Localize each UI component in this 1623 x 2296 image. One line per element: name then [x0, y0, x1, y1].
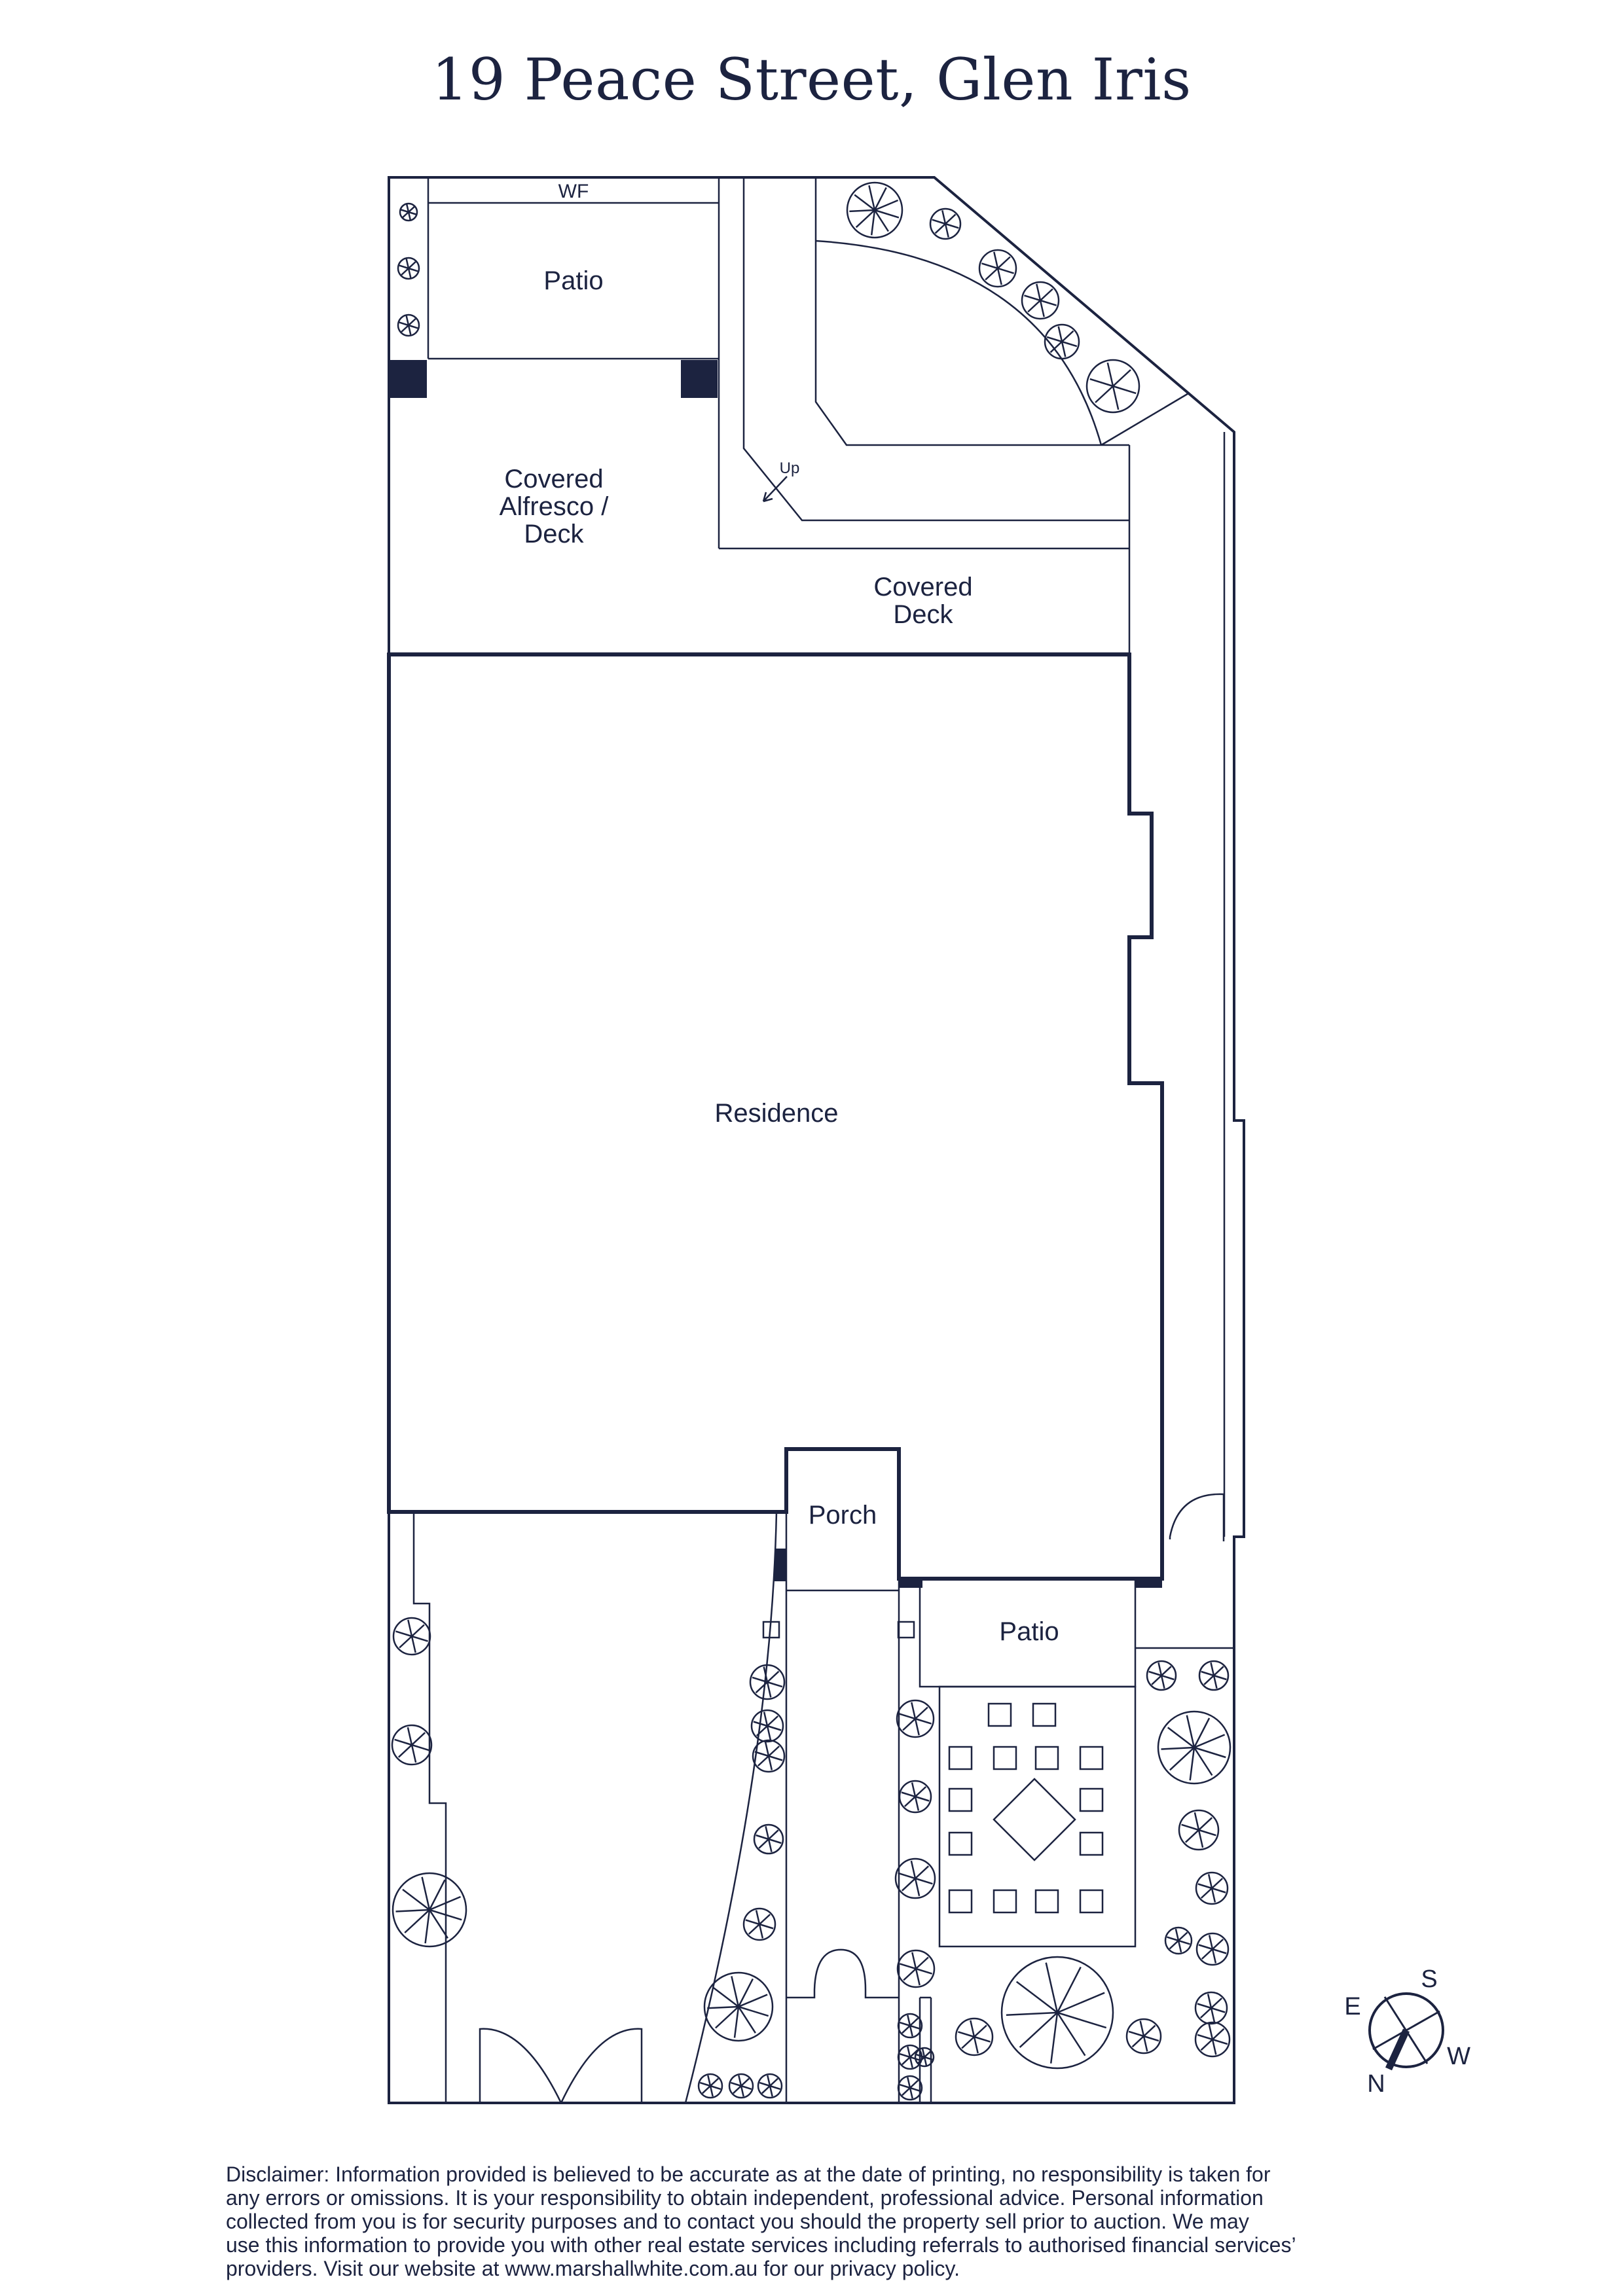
- paver-square: [762, 1621, 780, 1639]
- tree-icon: [742, 1907, 776, 1941]
- tree-icon: [1194, 2021, 1231, 2058]
- tree-icon: [896, 1949, 936, 1988]
- label-covered-alfresco-1: Covered: [504, 465, 603, 493]
- tree-icon: [955, 2017, 994, 2056]
- label-covered-alfresco-2: Alfresco /: [500, 492, 610, 521]
- disclaimer-line: collected from you is for security purpo…: [226, 2210, 1249, 2233]
- tree-icon: [1194, 1991, 1228, 2025]
- compass-e: E: [1344, 1993, 1360, 2020]
- tree-icon: [978, 249, 1017, 288]
- side-gate: [1169, 1493, 1225, 1541]
- paver-group: [762, 1621, 1104, 1914]
- tree-icon: [1195, 1871, 1229, 1905]
- tree-icon: [749, 1664, 786, 1700]
- compass-n: N: [1367, 2070, 1385, 2098]
- paver-square: [948, 1889, 973, 1914]
- tree-icon: [399, 202, 418, 222]
- paver-square: [1079, 1831, 1104, 1856]
- rear-area: [389, 177, 1190, 655]
- tree-icon: [752, 1739, 786, 1773]
- paver-square: [993, 1746, 1017, 1770]
- tree-icon: [1044, 323, 1080, 360]
- tree-icon: [894, 1857, 936, 1899]
- tree-icon: [929, 207, 962, 240]
- pillar: [390, 360, 427, 398]
- tree-group: [391, 181, 1231, 2101]
- page-title: 19 Peace Street, Glen Iris: [431, 46, 1192, 113]
- tree-icon: [1157, 1710, 1231, 1785]
- tree-icon: [898, 1780, 932, 1814]
- paver-square: [948, 1831, 973, 1856]
- paver-square: [993, 1889, 1017, 1914]
- paver-square: [987, 1702, 1012, 1727]
- tree-icon: [846, 181, 903, 239]
- paver-square: [1034, 1746, 1059, 1770]
- pillar: [899, 1579, 922, 1588]
- label-covered-deck-1: Covered: [873, 573, 972, 601]
- label-porch: Porch: [809, 1501, 877, 1530]
- tree-icon: [392, 1872, 467, 1948]
- paver-square: [948, 1746, 973, 1770]
- label-covered-deck-2: Deck: [893, 600, 953, 629]
- disclaimer-line: providers. Visit our website at www.mars…: [226, 2257, 960, 2280]
- tree-icon: [757, 2073, 783, 2099]
- paver-square: [1034, 1889, 1059, 1914]
- site-boundary: [388, 176, 1245, 2104]
- paver-square: [897, 1621, 915, 1639]
- label-covered-alfresco-3: Deck: [524, 520, 584, 548]
- tree-icon: [896, 1699, 935, 1738]
- compass-s: S: [1421, 1965, 1437, 1993]
- tree-icon: [728, 2073, 754, 2099]
- tree-icon: [1178, 1809, 1220, 1851]
- tree-icon: [753, 1823, 784, 1855]
- tree-icon: [1195, 1932, 1230, 1966]
- tree-icon: [897, 2075, 923, 2101]
- paver-square: [948, 1787, 973, 1812]
- label-wf: WF: [558, 181, 589, 202]
- disclaimer-line: use this information to provide you with…: [226, 2233, 1296, 2257]
- tree-icon: [1125, 2018, 1162, 2054]
- tree-icon: [1164, 1926, 1193, 1955]
- tree-icon: [391, 1724, 433, 1766]
- tree-icon: [392, 1617, 431, 1656]
- disclaimer-line: any errors or omissions. It is your resp…: [226, 2186, 1264, 2210]
- up-arrow-icon: [762, 476, 788, 503]
- tree-icon: [897, 2044, 923, 2070]
- tree-icon: [1146, 1660, 1177, 1691]
- diamond-paver: [993, 1778, 1076, 1861]
- tree-icon: [1198, 1660, 1230, 1691]
- pillar: [681, 360, 718, 398]
- tree-icon: [697, 2073, 723, 2099]
- label-patio-rear: Patio: [543, 266, 603, 295]
- compass-icon: [1368, 1992, 1444, 2071]
- label-residence: Residence: [714, 1099, 838, 1128]
- paver-square: [1079, 1787, 1104, 1812]
- paver-square: [1032, 1702, 1057, 1727]
- paver-square: [1079, 1746, 1104, 1770]
- disclaimer-line: Disclaimer: Information provided is beli…: [226, 2162, 1271, 2186]
- tree-icon: [397, 257, 420, 280]
- residence-outline: [387, 653, 1164, 1581]
- tree-icon: [703, 1971, 774, 2042]
- tree-icon: [750, 1709, 784, 1743]
- pillar: [1135, 1579, 1162, 1588]
- tree-icon: [1000, 1956, 1114, 2070]
- front-area: [388, 1511, 1234, 2104]
- disclaimer: Disclaimer: Information provided is beli…: [226, 2162, 1417, 2280]
- tree-icon: [1085, 359, 1140, 414]
- compass-w: W: [1447, 2043, 1470, 2070]
- label-patio-front: Patio: [999, 1617, 1059, 1646]
- tree-icon: [914, 2047, 935, 2068]
- tree-icon: [1021, 281, 1060, 320]
- paver-square: [1079, 1889, 1104, 1914]
- pillar: [775, 1549, 786, 1581]
- tree-icon: [397, 314, 420, 337]
- label-up: Up: [780, 459, 800, 477]
- tree-icon: [897, 2013, 923, 2039]
